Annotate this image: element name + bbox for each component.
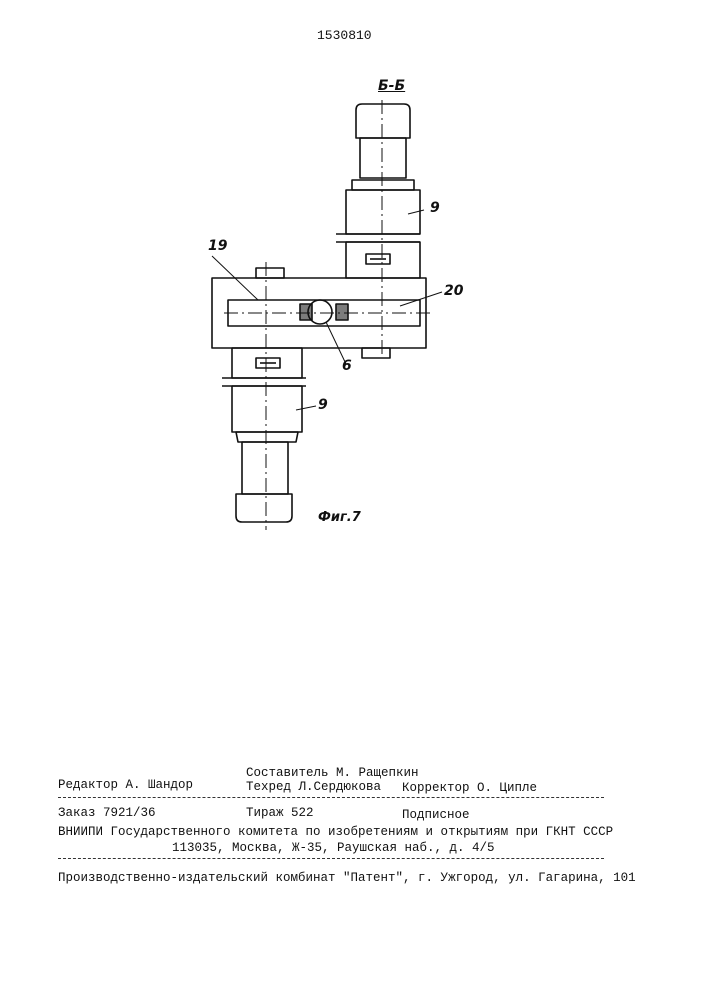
upper-lower-block bbox=[346, 242, 420, 278]
bottom-clamp bbox=[362, 348, 390, 358]
upper-housing bbox=[346, 190, 420, 234]
divider-1 bbox=[58, 797, 604, 798]
callout-19: 19 bbox=[208, 238, 227, 254]
corrector: Корректор О. Ципле bbox=[402, 781, 537, 795]
editor: Редактор А. Шандор bbox=[58, 778, 193, 792]
upper-shaft bbox=[360, 138, 406, 178]
lower-shaft bbox=[242, 442, 288, 494]
figure-caption: Фиг.7 bbox=[318, 510, 361, 525]
order-number: Заказ 7921/36 bbox=[58, 806, 156, 820]
address: 113035, Москва, Ж-35, Раушская наб., д. … bbox=[172, 841, 495, 855]
subscription: Подписное bbox=[402, 808, 470, 822]
callout-9-upper: 9 bbox=[430, 200, 440, 216]
printer: Производственно-издательский комбинат "П… bbox=[58, 871, 636, 885]
compiler: Составитель М. Ращепкин bbox=[246, 766, 419, 780]
divider-2 bbox=[58, 858, 604, 859]
lower-shaft-cap bbox=[236, 494, 292, 522]
lower-housing bbox=[232, 386, 302, 432]
callout-6: 6 bbox=[342, 358, 352, 374]
upper-shaft-cap bbox=[356, 104, 410, 138]
section-label: Б-Б bbox=[378, 78, 405, 94]
institution: ВНИИПИ Государственного комитета по изоб… bbox=[58, 825, 613, 839]
circulation: Тираж 522 bbox=[246, 806, 314, 820]
top-clamp bbox=[256, 268, 284, 278]
callout-9-lower: 9 bbox=[318, 397, 328, 413]
callout-20: 20 bbox=[444, 283, 463, 299]
upper-collar bbox=[352, 180, 414, 190]
techred: Техред Л.Сердюкова bbox=[246, 780, 381, 794]
lower-collar bbox=[236, 432, 298, 442]
